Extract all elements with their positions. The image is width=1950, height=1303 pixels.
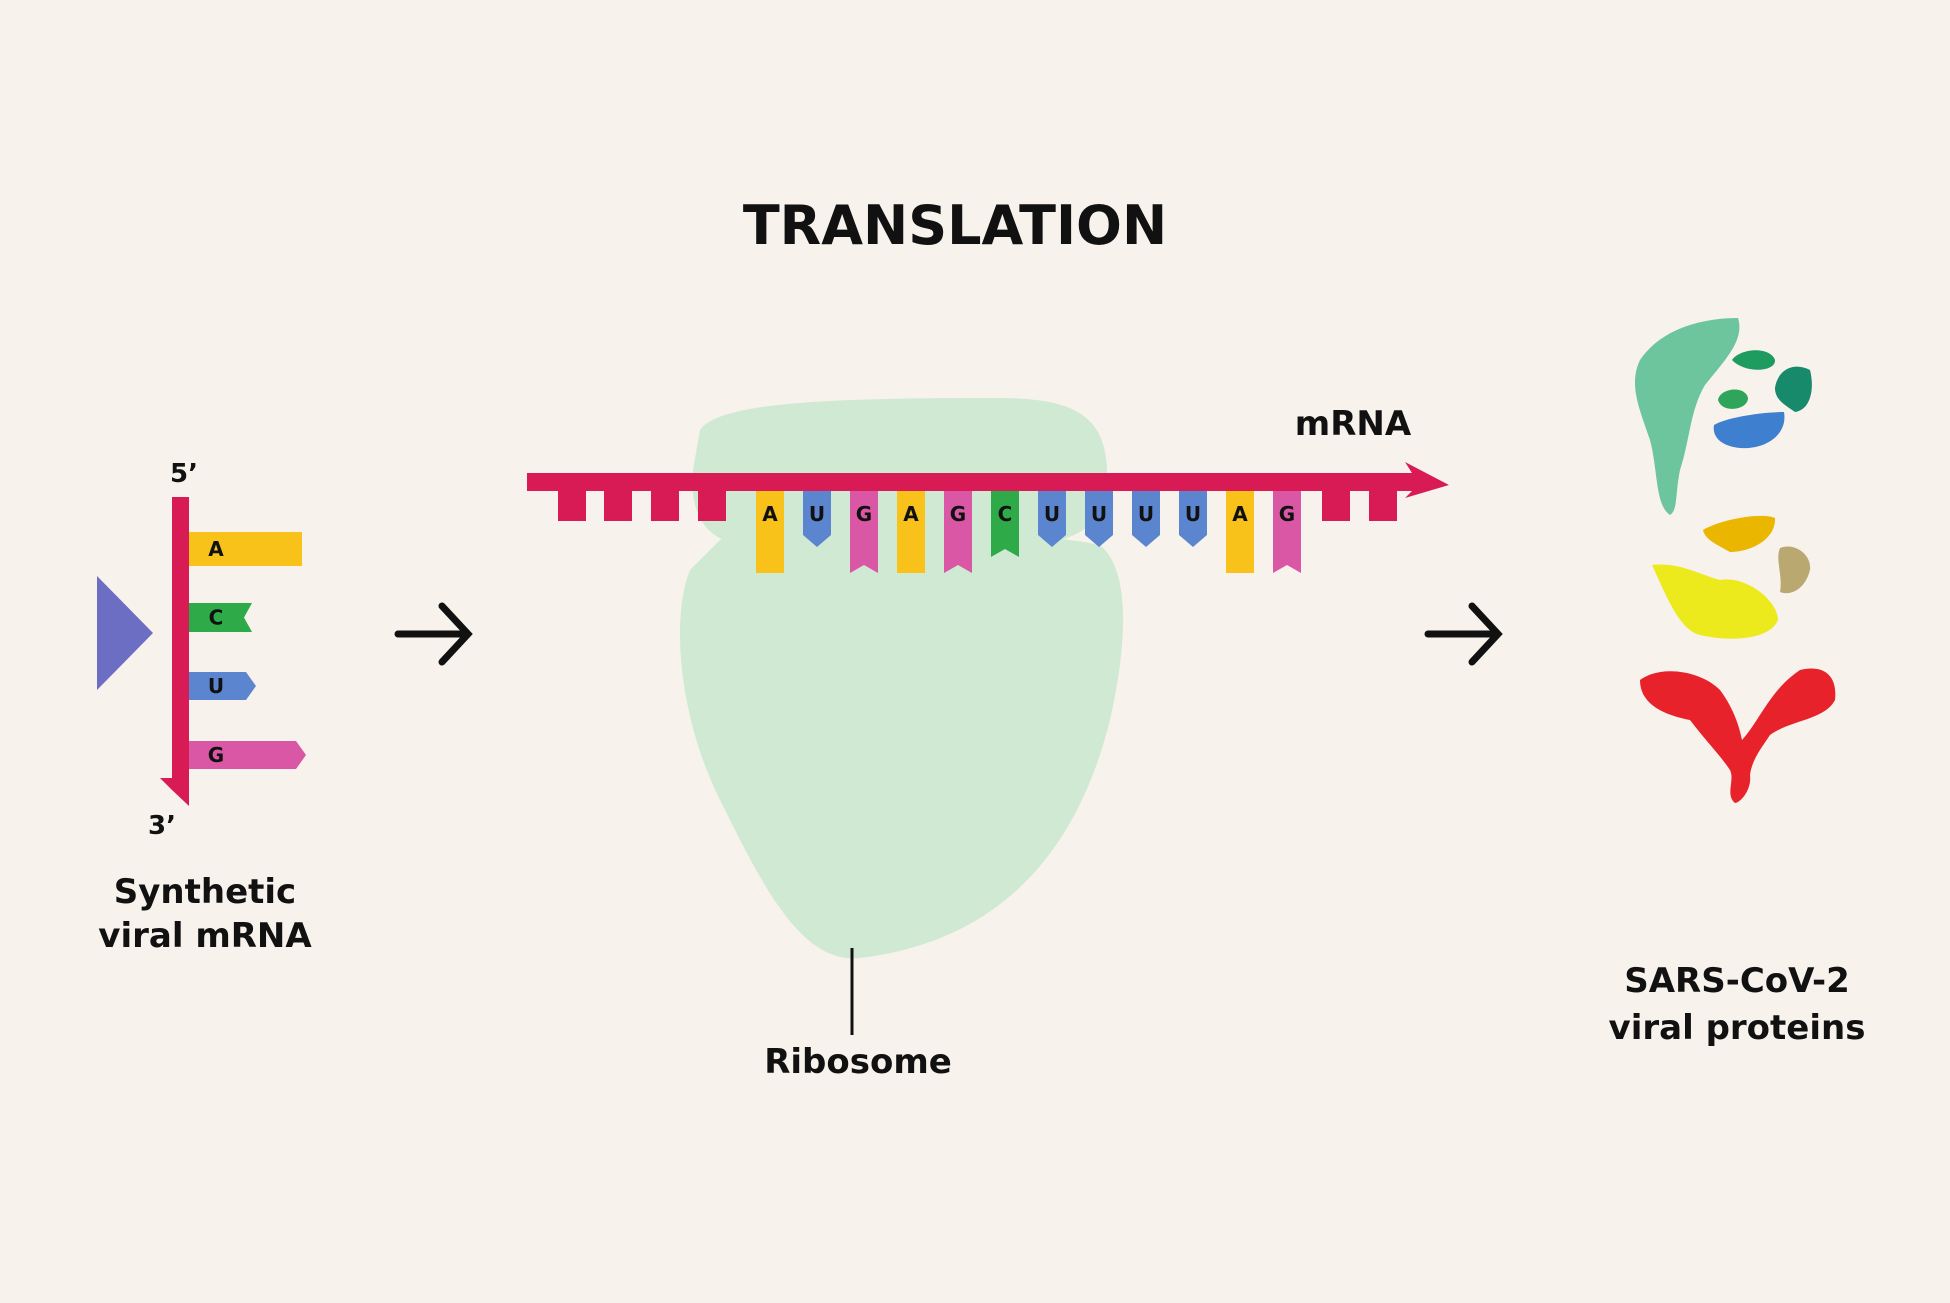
- codon-letter: U: [809, 502, 825, 526]
- left-label-line2: viral mRNA: [98, 916, 312, 956]
- protein-yellow: [1652, 564, 1778, 639]
- triangle-marker-icon: [97, 576, 153, 690]
- protein-green-2: [1718, 389, 1748, 409]
- codon-letter: A: [1232, 502, 1248, 526]
- mrna-backbone-stub: [698, 489, 726, 521]
- codon-base-U: U: [1179, 491, 1207, 547]
- ribosome-label: Ribosome: [764, 1042, 952, 1082]
- codon-letter: U: [1138, 502, 1154, 526]
- codon-base-G: G: [944, 491, 972, 573]
- strand-base-G: G: [189, 741, 306, 769]
- strand-base-letter: U: [208, 674, 224, 698]
- mrna-backbone-stub: [1369, 489, 1397, 521]
- codon-base-U: U: [1132, 491, 1160, 547]
- protein-red: [1640, 668, 1836, 803]
- codon-base-C: C: [991, 491, 1019, 557]
- codon-letter: C: [998, 502, 1013, 526]
- protein-teal: [1634, 318, 1740, 515]
- codon-base-U: U: [1085, 491, 1113, 547]
- mrna-backbone-stub: [604, 489, 632, 521]
- mrna-label: mRNA: [1295, 404, 1412, 444]
- codon-base-A: A: [897, 491, 925, 573]
- codon-letter: U: [1044, 502, 1060, 526]
- arrow-right-icon: [1424, 602, 1503, 666]
- arrow-right-icon: [394, 602, 473, 666]
- codon-letter: G: [950, 502, 966, 526]
- codon-base-U: U: [803, 491, 831, 547]
- codon-base-G: G: [1273, 491, 1301, 573]
- strand-base-letter: C: [209, 606, 224, 630]
- protein-khaki: [1778, 546, 1811, 594]
- strand-base-U: U: [189, 672, 256, 700]
- ribosome-large-subunit: [680, 529, 1124, 959]
- strand-backbone-arrow: [160, 497, 189, 806]
- right-label-line1: SARS-CoV-2: [1624, 961, 1850, 1001]
- codon-letter: U: [1185, 502, 1201, 526]
- mrna-backbone-stub: [1322, 489, 1350, 521]
- strand-base-letter: G: [208, 743, 224, 767]
- codon-letter: G: [1279, 502, 1295, 526]
- protein-orange: [1703, 515, 1776, 552]
- mrna-backbone-stub: [651, 489, 679, 521]
- codon-base-A: A: [1226, 491, 1254, 573]
- mrna-backbone-stub: [558, 489, 586, 521]
- codon-letter: A: [903, 502, 919, 526]
- strand-base-A: A: [189, 532, 302, 566]
- codon-base-U: U: [1038, 491, 1066, 547]
- three-prime-label: 3’: [148, 811, 176, 841]
- codon-letter: U: [1091, 502, 1107, 526]
- strand-base-C: C: [189, 603, 252, 632]
- codon-letter: G: [856, 502, 872, 526]
- diagram-title: TRANSLATION: [743, 194, 1167, 257]
- five-prime-label: 5’: [170, 459, 198, 489]
- mrna-backbone-arrow: [527, 462, 1449, 498]
- codon-base-A: A: [756, 491, 784, 573]
- right-label-line2: viral proteins: [1609, 1008, 1866, 1048]
- synthetic-mrna-strand: A C U G 5’ 3’ Synthetic viral mRNA: [97, 459, 312, 956]
- protein-green-1: [1732, 350, 1776, 370]
- left-label-line1: Synthetic: [114, 872, 296, 912]
- strand-base-letter: A: [208, 537, 224, 561]
- codon-letter: A: [762, 502, 778, 526]
- protein-blue: [1713, 412, 1785, 449]
- viral-proteins-illustration: [1634, 318, 1836, 803]
- protein-dark-teal: [1775, 366, 1812, 412]
- codon-base-G: G: [850, 491, 878, 573]
